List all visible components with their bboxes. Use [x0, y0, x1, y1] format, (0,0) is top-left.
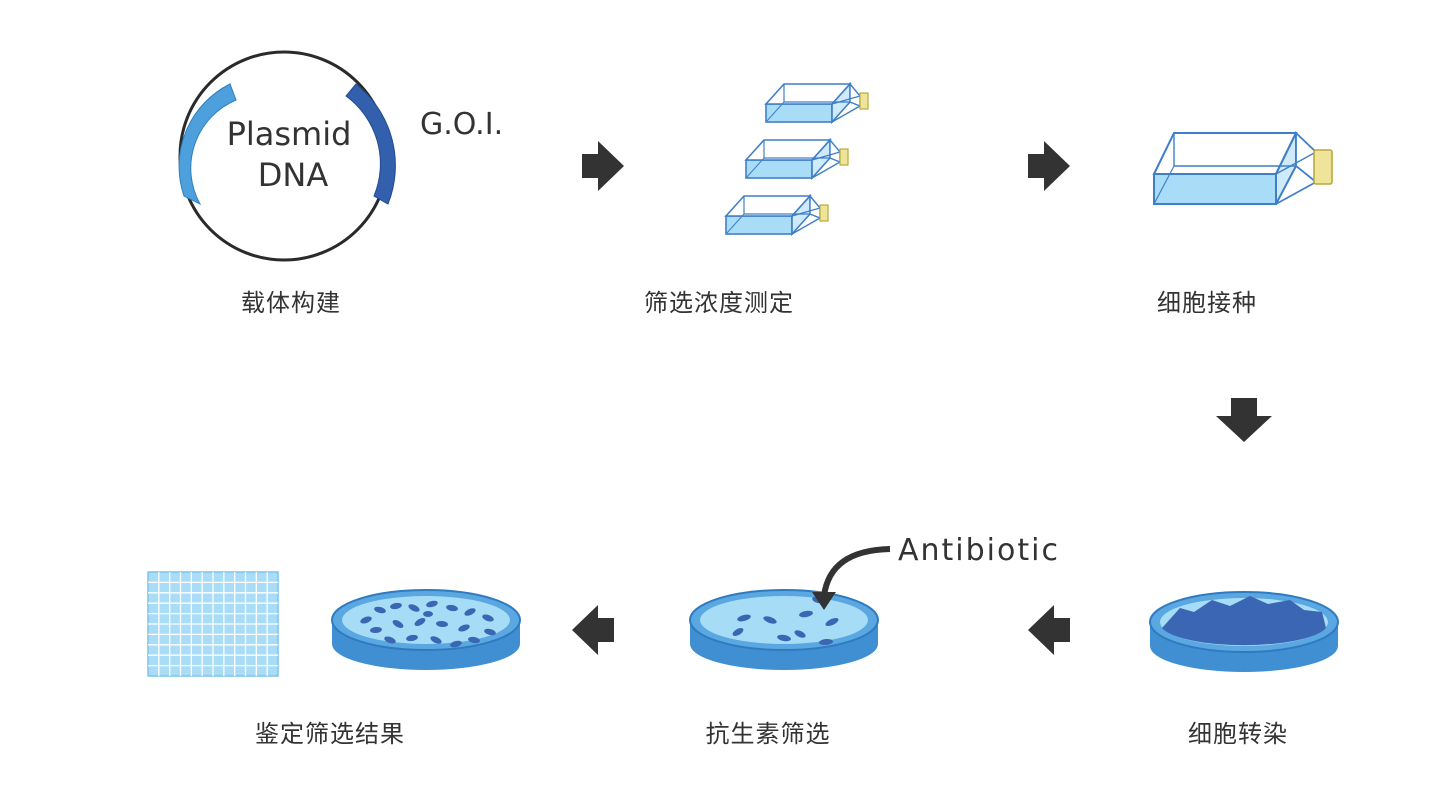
plasmid-label-line2: DNA [258, 156, 329, 194]
dish-antibiotic: Antibiotic [689, 533, 1060, 670]
screening-grid [147, 571, 279, 677]
step-label-transfection: 细胞转染 [1188, 720, 1288, 748]
arrow-left-1 [1028, 605, 1070, 655]
arrows [572, 141, 1272, 655]
antibiotic-label: Antibiotic [898, 533, 1060, 568]
flask-group [725, 83, 869, 235]
flask-cap [1313, 149, 1333, 185]
goi-label: G.O.I. [420, 107, 503, 142]
antibiotic-arrow [821, 546, 891, 597]
cell-layer [1162, 596, 1326, 646]
arrow-left-2 [572, 605, 614, 655]
plasmid-segment-goi [345, 83, 396, 205]
dish-colonies [331, 589, 521, 670]
plasmid-diagram: Plasmid DNA G.O.I. [178, 50, 503, 262]
flask-small-3 [725, 195, 829, 235]
dish-transfection [1149, 591, 1339, 672]
flask-small-2 [745, 139, 849, 179]
arrow-right-2 [1028, 141, 1070, 191]
plasmid-segment-light [178, 83, 237, 206]
flask-small-1 [765, 83, 869, 123]
step-label-antibiotic-selection: 抗生素筛选 [705, 720, 831, 748]
flask-large [1152, 130, 1333, 205]
step-label-vector-construction: 载体构建 [241, 289, 341, 317]
arrow-down [1216, 398, 1272, 442]
step-label-identification: 鉴定筛选结果 [255, 720, 405, 748]
plasmid-label-line1: Plasmid [227, 115, 352, 153]
step-label-cell-seeding: 细胞接种 [1157, 289, 1257, 317]
step-label-concentration-test: 筛选浓度测定 [644, 289, 794, 317]
arrow-right-1 [582, 141, 624, 191]
